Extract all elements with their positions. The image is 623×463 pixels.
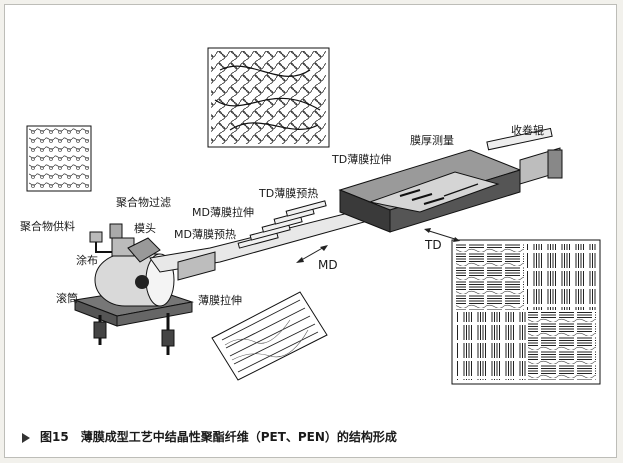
- caption-text: 薄膜成型工艺中结晶性聚酯纤维（PET、PEN）的结构形成: [80, 430, 397, 444]
- label-td-preheat: TD薄膜预热: [259, 187, 319, 200]
- structure-box-oriented: [211, 291, 328, 381]
- label-polymer-feed: 聚合物供料: [20, 220, 75, 233]
- md-arrow: [296, 245, 328, 263]
- td-arrow: [424, 228, 460, 242]
- caption-figure-number: 图15: [40, 430, 69, 444]
- extruder-assembly: [73, 223, 194, 355]
- figure-caption: 图15 薄膜成型工艺中结晶性聚酯纤维（PET、PEN）的结构形成: [22, 428, 397, 445]
- label-casting: 涂布: [76, 254, 98, 267]
- label-md-axis: MD: [318, 258, 338, 272]
- label-drum: 滚筒: [56, 292, 78, 305]
- label-polymer-filter: 聚合物过滤: [116, 196, 171, 209]
- structure-box-amorphous-top: [207, 47, 330, 148]
- label-td-axis: TD: [425, 238, 442, 252]
- label-film-stretch: 薄膜拉伸: [198, 294, 242, 307]
- film-line: [149, 127, 563, 281]
- label-td-stretch: TD薄膜拉伸: [332, 153, 392, 166]
- structure-box-amorphous-left: [26, 125, 92, 192]
- label-die: 模头: [134, 222, 156, 235]
- label-md-stretch: MD薄膜拉伸: [192, 206, 254, 219]
- label-winder: 收卷辊: [511, 124, 544, 137]
- label-md-preheat: MD薄膜预热: [174, 228, 236, 241]
- caption-marker-icon: [22, 432, 30, 443]
- label-thickness-gauge: 膜厚测量: [410, 134, 454, 147]
- structure-box-crystalline: [451, 239, 601, 385]
